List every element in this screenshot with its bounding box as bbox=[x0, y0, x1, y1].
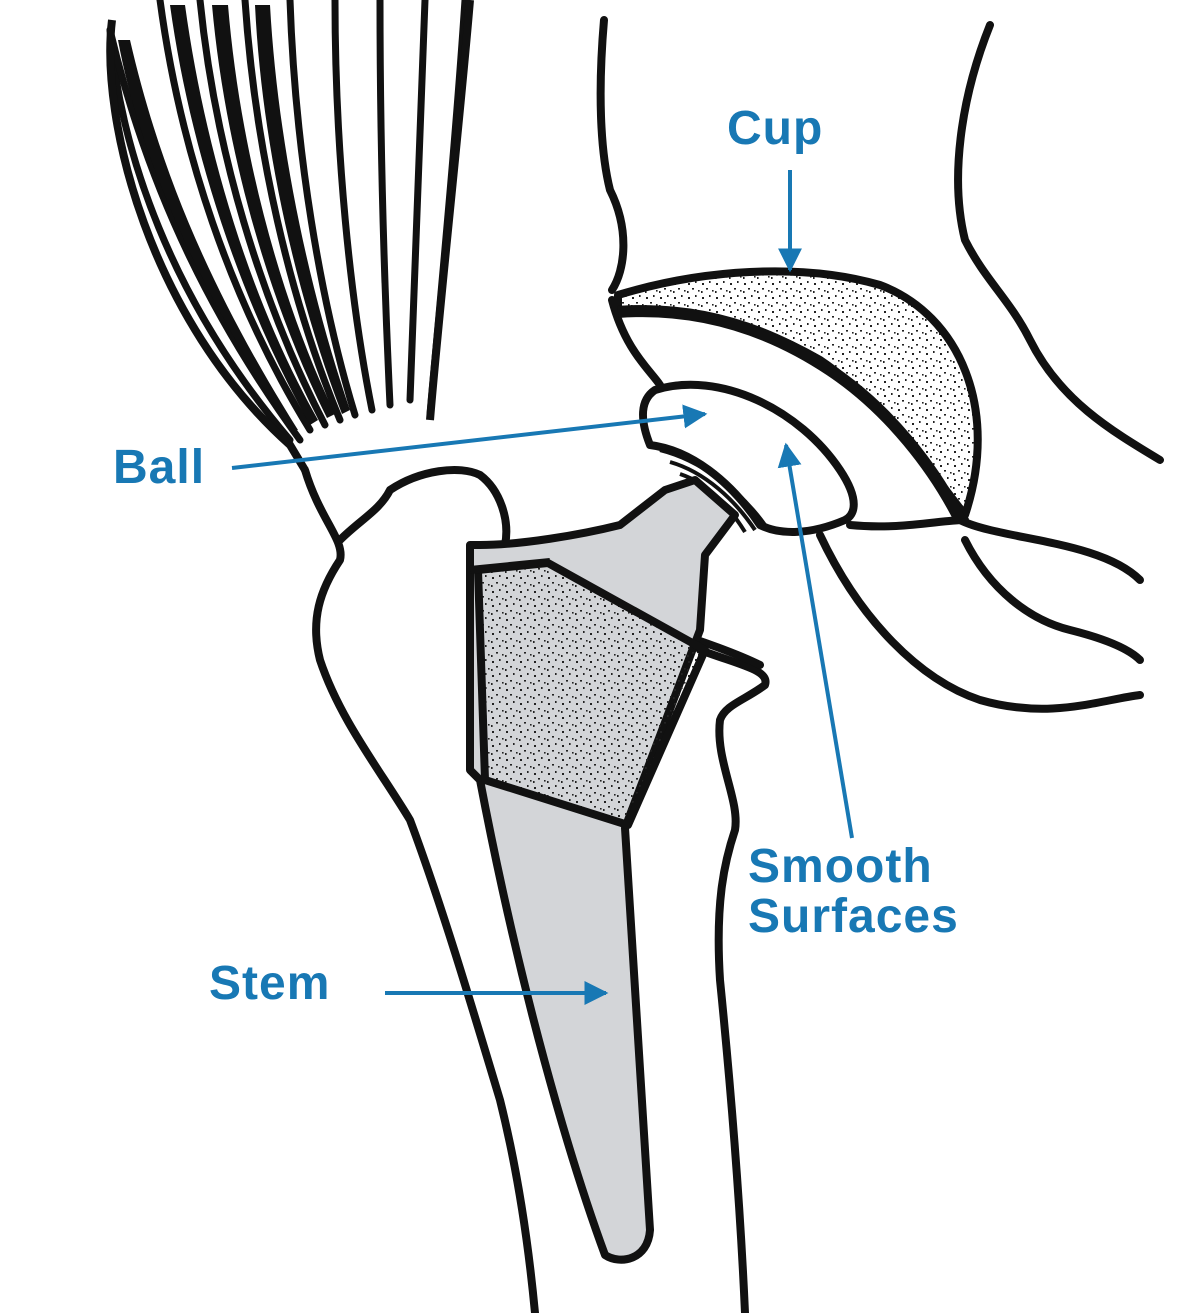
femur-outline bbox=[301, 466, 770, 1313]
stem-label: Stem bbox=[209, 957, 331, 1010]
smooth-surfaces-arrow bbox=[777, 442, 854, 839]
muscle-outline bbox=[106, 0, 474, 473]
smooth-surfaces-line2: Surfaces bbox=[748, 890, 959, 944]
ball-arrow bbox=[231, 404, 708, 470]
smooth-surfaces-label: Smooth Surfaces bbox=[748, 840, 959, 944]
ball-label: Ball bbox=[113, 441, 206, 494]
porous-top-line bbox=[469, 558, 551, 574]
muscle-fill-stripes bbox=[118, 5, 350, 430]
cup-inner-liner bbox=[617, 305, 966, 523]
smooth-surfaces-line1: Smooth bbox=[748, 840, 933, 893]
callout-arrows bbox=[231, 170, 854, 1005]
cup-label: Cup bbox=[727, 102, 824, 155]
